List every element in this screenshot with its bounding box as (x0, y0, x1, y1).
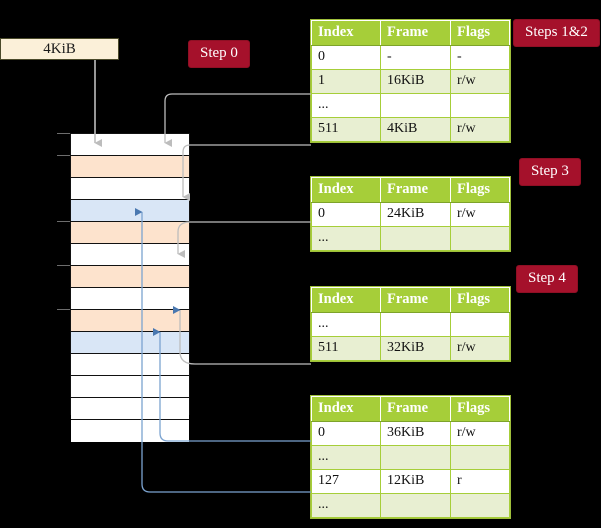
table-row: ... (311, 93, 510, 118)
table-cell-flags (450, 445, 510, 470)
column-header-index: Index (311, 396, 381, 422)
table-cell-flags (450, 226, 510, 251)
table-cell-frame: 4KiB (380, 117, 451, 142)
table-cell-flags (450, 493, 510, 518)
table-cell-frame (380, 445, 451, 470)
table-cell-frame (380, 493, 451, 518)
column-header-flags: Flags (450, 20, 510, 46)
memory-row (71, 222, 189, 244)
memory-row-tick (57, 133, 70, 134)
table-cell-index: ... (311, 226, 381, 251)
table-cell-flags: r/w (450, 69, 510, 94)
table-cell-index: 1 (311, 69, 381, 94)
badge-step-3: Step 3 (519, 158, 581, 186)
table-cell-index: ... (311, 493, 381, 518)
table-cell-index: ... (311, 445, 381, 470)
table-cell-frame (380, 312, 451, 337)
table-cell-frame: 12KiB (380, 469, 451, 494)
table-cell-index: 127 (311, 469, 381, 494)
table-cell-index: 0 (311, 45, 381, 70)
column-header-frame: Frame (380, 396, 451, 422)
column-header-flags: Flags (450, 287, 510, 313)
column-header-flags: Flags (450, 177, 510, 203)
table-cell-index: ... (311, 312, 381, 337)
column-header-flags: Flags (450, 396, 510, 422)
column-header-index: Index (311, 287, 381, 313)
table-cell-frame: 32KiB (380, 336, 451, 361)
table-cell-frame (380, 226, 451, 251)
table-row: ... (311, 445, 510, 470)
memory-row-tick (57, 265, 70, 266)
memory-row (71, 310, 189, 332)
table-cell-frame: - (380, 45, 451, 70)
table-cell-flags: - (450, 45, 510, 70)
table-cell-flags: r/w (450, 336, 510, 361)
table-cell-index: 511 (311, 117, 381, 142)
table-cell-frame: 16KiB (380, 69, 451, 94)
table-cell-index: 0 (311, 421, 381, 446)
memory-row (71, 266, 189, 288)
table-cell-index: 511 (311, 336, 381, 361)
column-header-index: Index (311, 177, 381, 203)
table-row: ... (311, 493, 510, 518)
table-cell-index: ... (311, 93, 381, 118)
badge-step-0: Step 0 (188, 40, 250, 68)
badge-step-4: Step 4 (516, 265, 578, 293)
memory-row (71, 178, 189, 200)
table-cell-flags: r (450, 469, 510, 494)
table-cell-frame: 36KiB (380, 421, 451, 446)
arrow-pdp-to-memory (177, 221, 311, 258)
memory-row (71, 376, 189, 398)
badge-steps-1-2: Steps 1&2 (513, 19, 600, 47)
column-header-frame: Frame (380, 177, 451, 203)
table-row: ... (311, 226, 510, 251)
memory-row-tick (57, 221, 70, 222)
table-row: ... (311, 312, 510, 337)
memory-row-tick (57, 309, 70, 310)
column-header-frame: Frame (380, 20, 451, 46)
table-cell-flags: r/w (450, 202, 510, 227)
column-header-index: Index (311, 20, 381, 46)
memory-row (71, 244, 189, 266)
memory-row (71, 332, 189, 354)
memory-row (71, 288, 189, 310)
memory-block-4kib-label: 4KiB (43, 40, 76, 57)
memory-row (71, 156, 189, 178)
table-cell-flags (450, 312, 510, 337)
memory-row (71, 200, 189, 222)
column-header-frame: Frame (380, 287, 451, 313)
memory-row-tick (57, 155, 70, 156)
physical-memory-column (70, 133, 190, 442)
table-cell-flags: r/w (450, 117, 510, 142)
table-cell-flags (450, 93, 510, 118)
table-cell-frame: 24KiB (380, 202, 451, 227)
memory-row (71, 398, 189, 420)
table-cell-flags: r/w (450, 421, 510, 446)
memory-row (71, 134, 189, 156)
table-row: 0-- (311, 45, 510, 70)
memory-block-4kib: 4KiB (0, 38, 119, 60)
table-cell-frame (380, 93, 451, 118)
arrow-pd-to-memory (173, 306, 311, 365)
memory-row (71, 420, 189, 442)
memory-row (71, 354, 189, 376)
arrow-pml4-row511-to-memory (182, 144, 311, 201)
table-cell-index: 0 (311, 202, 381, 227)
